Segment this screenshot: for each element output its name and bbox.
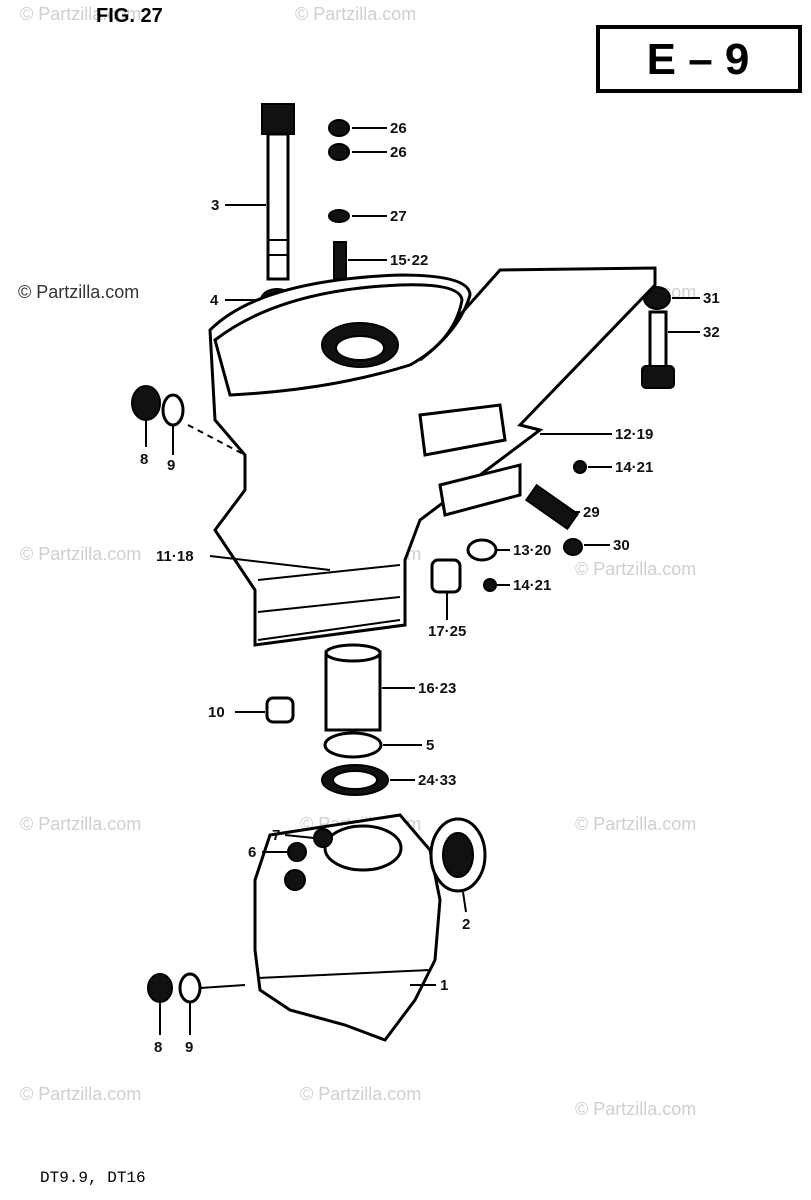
bearing-2 (429, 817, 487, 893)
callout-4: 4 (210, 292, 219, 309)
guide-10 (265, 696, 295, 724)
nut-8-upper (131, 385, 161, 421)
callout-26b: 26 (390, 144, 407, 161)
callout-32: 32 (703, 324, 720, 341)
callout-6: 6 (248, 844, 256, 861)
screw-30 (563, 538, 583, 556)
screw-14-lower (483, 578, 497, 592)
callout-3: 3 (211, 197, 219, 214)
cover-13 (466, 538, 498, 562)
callout-9-upper: 9 (167, 457, 175, 474)
tube-16 (324, 643, 382, 732)
grommet-29 (524, 483, 580, 531)
callout-15-22: 15·22 (390, 252, 428, 269)
callout-1: 1 (440, 977, 448, 994)
callout-31: 31 (703, 290, 720, 307)
watermark: © Partzilla.com (20, 1084, 141, 1104)
callout-8-upper: 8 (140, 451, 148, 468)
callout-24-33: 24·33 (418, 772, 456, 789)
watermark: © Partzilla.com (300, 1084, 421, 1104)
leader-lines (145, 127, 700, 1035)
bush-17 (430, 558, 462, 594)
stud-15 (333, 241, 347, 281)
callout-9-lower: 9 (185, 1039, 193, 1056)
o-ring-5 (323, 731, 383, 759)
figure-title: FIG. 27 (96, 5, 163, 27)
watermark: © Partzilla.com (20, 4, 141, 24)
section-code-box: E – 9 (596, 25, 802, 93)
washer-9-upper (161, 393, 185, 427)
callout-7: 7 (272, 827, 280, 844)
nut-26b (328, 143, 350, 161)
drive-shaft-housing (208, 266, 657, 647)
watermark: © Partzilla.com (575, 1099, 696, 1119)
callout-14-21-upper: 14·21 (615, 459, 653, 476)
callout-2: 2 (462, 916, 470, 933)
screw-14-upper (573, 460, 587, 474)
callout-27: 27 (390, 208, 407, 225)
callout-labels: 26 26 27 3 15·22 4 31 32 8 9 12·19 14·21… (140, 120, 720, 1056)
callout-13-20: 13·20 (513, 542, 551, 559)
watermark: © Partzilla.com (575, 814, 696, 834)
nut-26a (328, 119, 350, 137)
callout-29: 29 (583, 504, 600, 521)
watermark: © Partzilla.com (20, 814, 141, 834)
watermark: © Partzilla.com (20, 544, 141, 564)
callout-30: 30 (613, 537, 630, 554)
bolt-3 (261, 103, 295, 281)
callout-14-21-lower: 14·21 (513, 577, 551, 594)
callout-11-18: 11·18 (156, 548, 194, 565)
callout-12-19: 12·19 (615, 426, 653, 443)
callout-17-25: 17·25 (428, 623, 466, 640)
callout-10: 10 (208, 704, 225, 721)
model-footer: DT9.9, DT16 (40, 1169, 146, 1187)
callout-8-lower: 8 (154, 1039, 162, 1056)
washer-9-lower (178, 972, 202, 1004)
callout-26a: 26 (390, 120, 407, 137)
bolt-32 (641, 310, 675, 389)
nut-8-lower (147, 973, 173, 1003)
section-code: E – 9 (647, 35, 750, 84)
gear-case (253, 813, 442, 1042)
nut-27 (328, 209, 350, 223)
watermark: © Partzilla.com (295, 4, 416, 24)
callout-16-23: 16·23 (418, 680, 456, 697)
callout-5: 5 (426, 737, 434, 754)
watermark: © Partzilla.com (575, 559, 696, 579)
watermark: © Partzilla.com (18, 282, 139, 302)
